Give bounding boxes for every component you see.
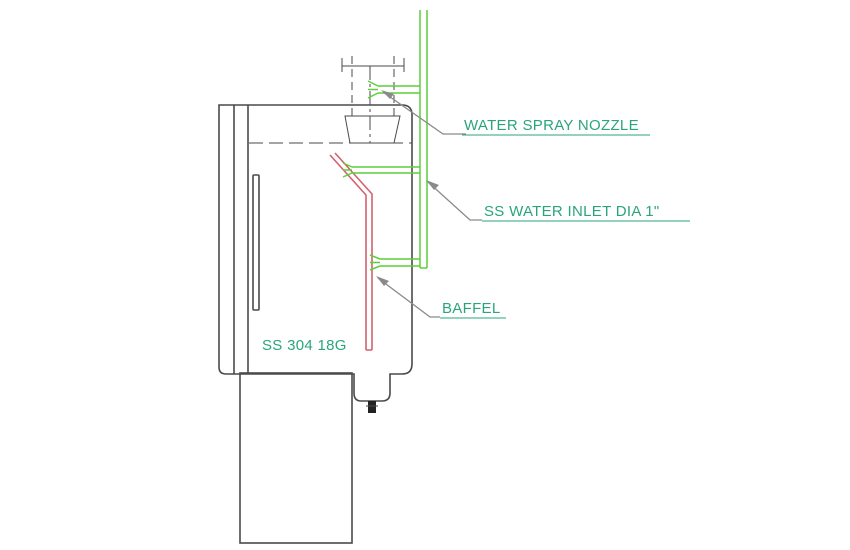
spray-nozzle-top (367, 80, 379, 99)
spray-nozzle-bottom (369, 254, 381, 271)
leader-water-inlet (427, 181, 482, 221)
leader-baffle (377, 277, 440, 318)
arrowhead-baffle (376, 276, 389, 286)
label-water-spray-nozzle: WATER SPRAY NOZZLE (464, 117, 639, 134)
water-spray-nozzles (342, 80, 381, 271)
leader-spray-nozzle (382, 91, 466, 135)
arrowhead-water-inlet (426, 180, 439, 190)
drain-outlet (366, 401, 378, 413)
arrowhead-spray-nozzle (381, 90, 394, 99)
tank-body (218, 104, 413, 402)
support-stand (239, 372, 353, 544)
callout-labels: WATER SPRAY NOZZLE SS WATER INLET DIA 1"… (262, 117, 690, 354)
label-ss-water-inlet: SS WATER INLET DIA 1" (484, 203, 660, 220)
label-material: SS 304 18G (262, 337, 347, 354)
water-inlet-piping (352, 10, 428, 269)
spray-nozzle-middle (342, 162, 353, 178)
callout-leaders (376, 90, 482, 318)
baffle-plate (329, 152, 373, 351)
label-baffle: BAFFEL (442, 300, 500, 317)
